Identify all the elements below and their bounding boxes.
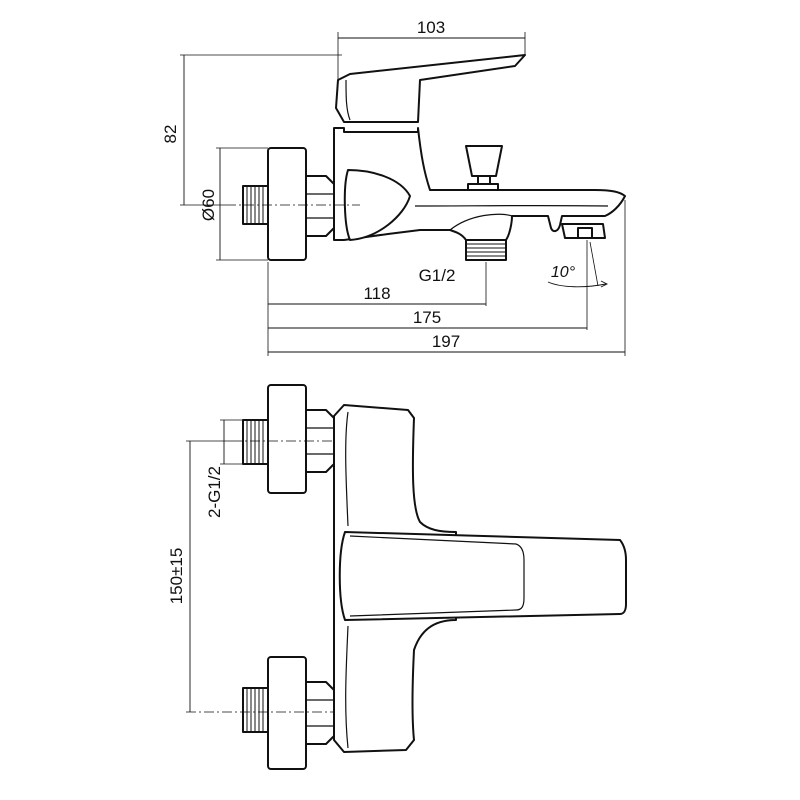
side-cartridge-bulb xyxy=(343,169,411,241)
side-lever-handle xyxy=(335,54,526,123)
side-body-spout xyxy=(333,127,626,241)
dim-angle-10: 10° xyxy=(551,264,576,281)
side-escutcheon-flange xyxy=(267,147,307,261)
side-hex-nut xyxy=(305,175,335,237)
front-lever-handle xyxy=(338,531,627,621)
dim-thread-g12: G1/2 xyxy=(419,266,456,285)
front-dimensions: 2-G1/2 150±15 xyxy=(167,419,243,712)
front-lower-inlet xyxy=(186,656,352,770)
dim-diameter-60: Ø60 xyxy=(199,189,218,221)
dim-spacing-150: 150±15 xyxy=(167,548,186,605)
dim-length-118: 118 xyxy=(363,284,390,303)
front-upper-inlet xyxy=(232,384,352,494)
dim-height-82: 82 xyxy=(161,125,180,144)
spout-aerator xyxy=(561,223,606,239)
dim-width-103: 103 xyxy=(417,18,445,37)
side-dimensions: 82 103 Ø60 G1/2 10° 118 175 197 xyxy=(161,18,626,356)
dim-thread-2g12: 2-G1/2 xyxy=(205,466,224,518)
side-view xyxy=(226,54,626,261)
front-view xyxy=(186,384,627,770)
dim-length-175: 175 xyxy=(413,308,441,327)
side-outlet-thread xyxy=(465,239,507,261)
dim-length-197: 197 xyxy=(432,332,460,351)
diverter-knob xyxy=(465,145,503,191)
